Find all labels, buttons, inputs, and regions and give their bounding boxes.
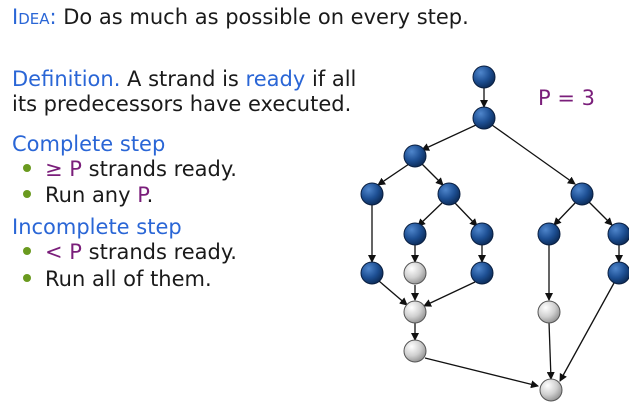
- dag-node-waiting: [403, 339, 427, 363]
- dag-edge: [559, 282, 615, 382]
- complete-bullet-2: Run any P.: [45, 185, 153, 206]
- dag-node-executed: [360, 261, 384, 285]
- geq-symbol: ≥: [45, 157, 63, 181]
- bullet-icon: [23, 247, 31, 255]
- dag-edges: [368, 88, 623, 389]
- idea-text: Do as much as possible on every step.: [56, 5, 469, 29]
- complete-bullet-1: ≥ P strands ready.: [45, 159, 237, 180]
- dag-node-waiting: [403, 261, 427, 285]
- incomplete-bullet-1-text: strands ready.: [81, 240, 237, 264]
- dag-node-executed: [403, 144, 427, 168]
- idea-label: Idea:: [12, 5, 57, 29]
- dag-edge: [423, 281, 476, 307]
- definition-line-1: Definition. A strand is ready if all: [12, 69, 356, 90]
- dag-edge: [424, 357, 539, 389]
- dag-node-executed: [470, 261, 494, 285]
- definition-text-1b: if all: [305, 67, 357, 91]
- dag-node-executed: [607, 261, 629, 285]
- incomplete-step-heading: Incomplete step: [12, 215, 182, 239]
- complete-bullet-1-text: strands ready.: [81, 157, 237, 181]
- incomplete-bullet-2: Run all of them.: [45, 267, 212, 291]
- definition-label: Definition.: [12, 67, 121, 91]
- dag-node-waiting: [539, 378, 563, 402]
- dag-node-executed: [470, 222, 494, 246]
- dag-edge: [377, 163, 410, 186]
- dag-node-executed: [607, 222, 629, 246]
- bullet-icon: [23, 274, 31, 282]
- lt-symbol: <: [45, 240, 63, 264]
- definition-text-1a: A strand is: [120, 67, 246, 91]
- p-symbol: P: [69, 240, 82, 264]
- dag-edge: [417, 202, 443, 227]
- dag-node-executed: [403, 222, 427, 246]
- dag-edge: [588, 201, 613, 226]
- dag-edge: [378, 280, 408, 306]
- bullet-icon: [23, 190, 31, 198]
- idea-line: Idea: Do as much as possible on every st…: [12, 7, 469, 28]
- bullet-icon: [23, 164, 31, 172]
- dag-node-executed: [570, 182, 594, 206]
- dag-edge: [454, 202, 478, 227]
- dag-node-executed: [437, 182, 461, 206]
- dag-node-waiting: [403, 300, 427, 324]
- complete-bullet-2-end: .: [146, 183, 154, 207]
- complete-bullet-2-text: Run any: [45, 183, 138, 207]
- p-symbol: P: [137, 183, 147, 207]
- dag-node-executed: [472, 65, 496, 89]
- p-symbol: P: [69, 157, 82, 181]
- dag-edge: [421, 124, 477, 151]
- dag-node-executed: [360, 182, 384, 206]
- dag-node-executed: [537, 222, 561, 246]
- dag-edge: [546, 321, 555, 380]
- dag-edge: [491, 124, 576, 185]
- incomplete-bullet-1: < P strands ready.: [45, 242, 237, 263]
- dag-node-executed: [472, 106, 496, 130]
- ready-word: ready: [245, 67, 306, 91]
- p-equals-label: P = 3: [538, 86, 595, 110]
- definition-line-2: its predecessors have executed.: [12, 92, 352, 116]
- complete-step-heading: Complete step: [12, 132, 166, 156]
- dag-edge: [421, 163, 444, 186]
- dag-node-waiting: [537, 300, 561, 324]
- dag-edge: [553, 201, 577, 226]
